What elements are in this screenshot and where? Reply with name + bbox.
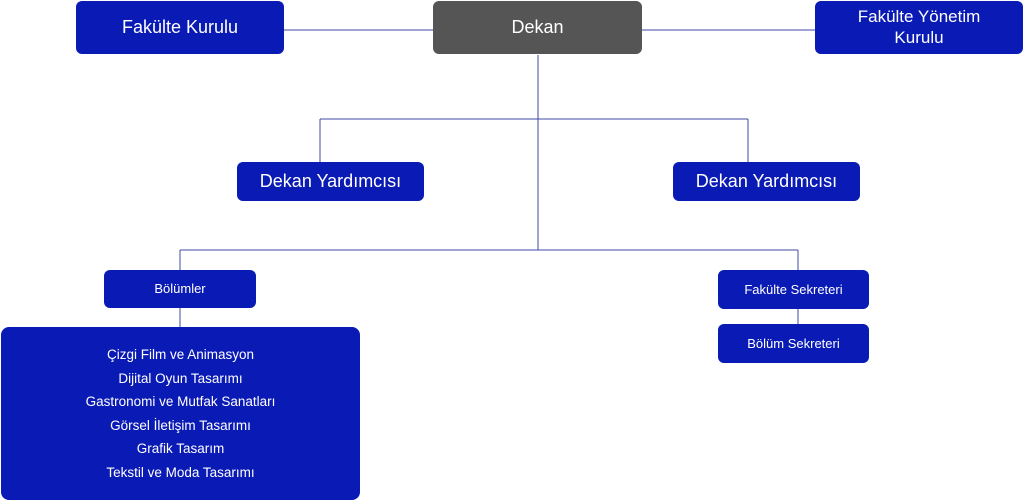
department-secretary-label: Bölüm Sekreteri — [747, 335, 840, 351]
vice-dean-right-box: Dekan Yardımcısı — [673, 162, 860, 201]
faculty-executive-board-label: Fakülte Yönetim Kurulu — [857, 7, 981, 47]
vice-dean-left-box: Dekan Yardımcısı — [237, 162, 424, 201]
department-list-item: Dijital Oyun Tasarımı — [118, 370, 243, 386]
faculty-secretary-label: Fakülte Sekreteri — [744, 281, 843, 297]
vice-dean-left-label: Dekan Yardımcısı — [259, 170, 402, 191]
department-list-item: Grafik Tasarım — [136, 441, 225, 456]
faculty-board-box: Fakülte Kurulu — [76, 1, 284, 54]
faculty-secretary-box: Fakülte Sekreteri — [718, 270, 869, 309]
departments-label: Bölümler — [154, 281, 206, 297]
department-list-box: Çizgi Film ve Animasyon Dijital Oyun Tas… — [1, 327, 360, 500]
department-list-item: Görsel İletişim Tasarımı — [110, 417, 251, 433]
faculty-executive-board-box: Fakülte Yönetim Kurulu — [815, 1, 1023, 54]
department-list-item: Tekstil ve Moda Tasarımı — [106, 464, 255, 480]
dean-label: Dekan — [511, 16, 564, 37]
vice-dean-right-label: Dekan Yardımcısı — [695, 170, 838, 191]
department-list-item: Çizgi Film ve Animasyon — [106, 347, 255, 362]
faculty-board-label: Fakülte Kurulu — [121, 16, 239, 37]
dean-box: Dekan — [433, 1, 642, 54]
departments-box: Bölümler — [104, 270, 256, 308]
department-secretary-box: Bölüm Sekreteri — [718, 324, 869, 363]
department-list-item: Gastronomi ve Mutfak Sanatları — [85, 394, 276, 409]
